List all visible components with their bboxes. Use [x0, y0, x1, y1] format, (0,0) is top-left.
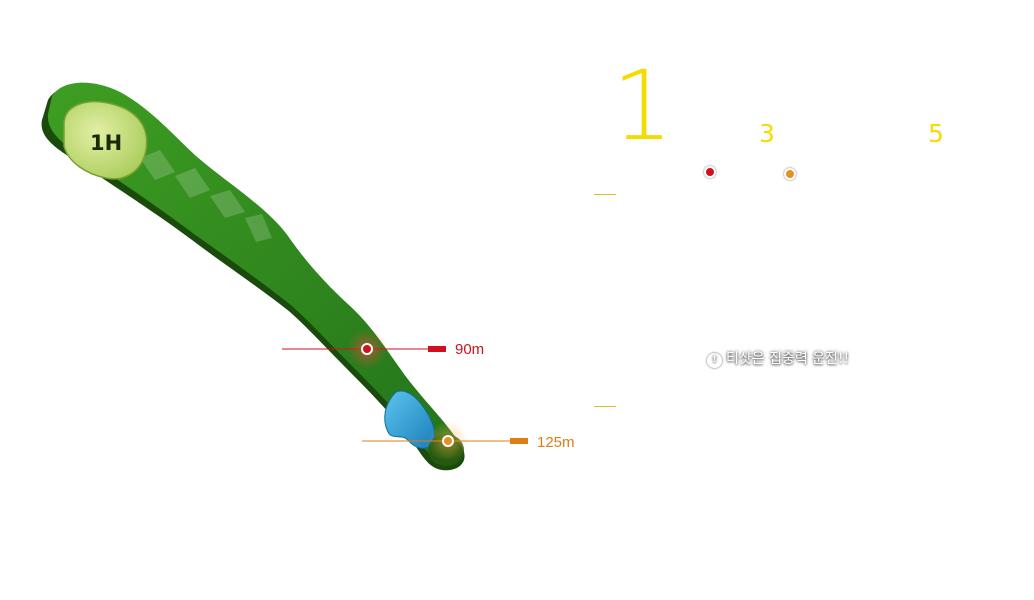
hole-tip: ! 티샷은 집중력 운전!! [707, 348, 849, 368]
divider-top [594, 194, 616, 195]
putting-green [63, 101, 148, 180]
water-hazard [384, 390, 435, 449]
divider-bottom [594, 406, 616, 407]
handicap-value: 5 [928, 119, 944, 148]
exclamation-icon: ! [707, 353, 722, 368]
hole-map: 1H 90m 125m [41, 82, 575, 471]
orange-distance-marker [510, 438, 528, 444]
fairway-stripes [140, 150, 272, 242]
hole-label: 1H [90, 131, 122, 155]
red-distance-marker [428, 346, 446, 352]
red-marker-legend-dot [704, 166, 716, 178]
hole-number: 1 [612, 50, 674, 162]
hole-tip-text: 티샷은 집중력 운전!! [726, 351, 850, 367]
orange-marker-legend-dot [784, 168, 796, 180]
orange-target-dot [442, 435, 454, 447]
red-target-dot [361, 343, 373, 355]
par-value: 3 [759, 119, 775, 148]
orange-distance-label: 125m [537, 434, 575, 451]
red-distance-label: 90m [455, 341, 484, 358]
